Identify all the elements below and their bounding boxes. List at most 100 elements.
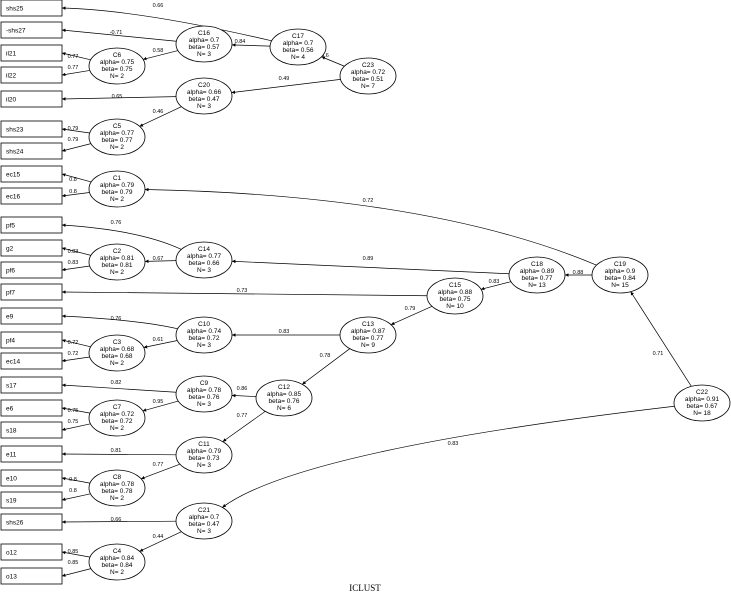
cluster-ellipse — [88, 334, 146, 372]
cluster-stat-alpha: alpha= 0.78 — [100, 481, 135, 488]
edge-label: 0.72 — [68, 340, 79, 346]
edge-c1-ec15 — [61, 173, 92, 183]
cluster-name: C10 — [198, 321, 210, 328]
cluster-stat-alpha: alpha= 0.85 — [267, 391, 302, 398]
edge-label: 0.8 — [69, 189, 77, 195]
cluster-stat-beta: beta= 0.84 — [605, 275, 636, 282]
edge-c16-c6 — [142, 50, 179, 61]
leaf-box — [0, 261, 63, 279]
edge-label: 0.77 — [68, 54, 79, 60]
leaf-label: ec14 — [6, 359, 20, 366]
leaf-variable: ec16 — [0, 187, 63, 205]
cluster-stat-alpha: alpha= 0.88 — [438, 289, 473, 296]
edge-c5-shs24 — [61, 143, 92, 152]
edge-label: 0.82 — [111, 380, 122, 386]
edges-layer: 0.66-0.710.770.770.580.840.60.490.650.46… — [61, 3, 692, 577]
edge-c18-c14 — [231, 259, 510, 275]
edge-c15-c13 — [390, 305, 433, 326]
edge-label: 0.79 — [68, 137, 79, 143]
edge-label: 0.73 — [237, 288, 248, 294]
edge-label: 0.76 — [111, 220, 122, 226]
edge-c7-e6 — [61, 406, 91, 414]
cluster-name: C23 — [362, 62, 374, 69]
cluster-stat-alpha: alpha= 0.7 — [189, 37, 220, 44]
edge-c12-c9 — [231, 393, 257, 398]
edge-label: 0.44 — [153, 534, 164, 540]
leaf-label: pf4 — [6, 338, 15, 345]
edge-c7-s18 — [61, 423, 91, 431]
edge-label: 0.85 — [68, 560, 79, 566]
leaf-variable: ec15 — [0, 165, 63, 183]
cluster-name: C17 — [292, 33, 304, 40]
cluster-stat-n: N= 10 — [446, 303, 464, 310]
edge-c17-shs25 — [61, 6, 272, 42]
cluster-stat-beta: beta= 0.77 — [353, 335, 384, 342]
cluster-stat-n: N= 3 — [197, 103, 211, 110]
leaf-label: s18 — [6, 428, 17, 435]
leaf-box — [0, 239, 63, 257]
cluster-stat-beta: beta= 0.57 — [189, 44, 220, 51]
leaf-box — [0, 216, 63, 234]
leaf-label: -shs27 — [6, 28, 26, 35]
leaf-box — [0, 399, 63, 417]
cluster-name: C22 — [696, 389, 708, 396]
cluster-stat-n: N= 2 — [110, 495, 124, 502]
cluster-stat-alpha: alpha= 0.89 — [520, 268, 555, 275]
cluster-stat-n: N= 15 — [611, 282, 629, 289]
cluster-stat-n: N= 2 — [110, 569, 124, 576]
edge-c11-e11 — [61, 452, 177, 456]
leaf-label: shs24 — [6, 149, 24, 156]
cluster-ellipse — [88, 118, 146, 156]
cluster-ellipse — [175, 502, 233, 540]
edge-c5-shs23 — [61, 127, 90, 134]
edge-c14-pf5 — [61, 223, 182, 250]
cluster-ellipse — [673, 384, 731, 422]
cluster-stat-n: N= 7 — [361, 83, 375, 90]
edge-label: 0.84 — [235, 39, 246, 45]
edge-c9-c7 — [142, 400, 179, 412]
edge-label: 0.78 — [320, 353, 331, 359]
cluster-ellipse — [175, 316, 233, 354]
leaf-label: pf5 — [6, 223, 15, 230]
leaf-variable: o12 — [0, 543, 63, 561]
leaf-box — [0, 283, 63, 301]
leaf-label: e11 — [6, 452, 17, 459]
leaf-variable: il22 — [0, 66, 63, 84]
leaf-variable: pf4 — [0, 331, 63, 349]
edge-c4-o12 — [61, 550, 91, 558]
leaf-box — [0, 567, 63, 585]
leaf-variable: ec14 — [0, 352, 63, 370]
edge-label: 0.8 — [69, 477, 77, 483]
edge-c1-ec16 — [61, 192, 90, 198]
leaf-label: shs25 — [6, 6, 24, 13]
cluster-stat-beta: beta= 0.81 — [102, 262, 133, 269]
cluster-name: C7 — [113, 404, 122, 411]
edge-c8-s19 — [61, 493, 91, 501]
diagram-title: ICLUST — [349, 583, 381, 592]
cluster-stat-n: N= 2 — [110, 144, 124, 151]
edge-c12-c11 — [222, 411, 266, 442]
leaf-variable: -shs27 — [0, 21, 63, 39]
leaf-label: ec15 — [6, 172, 20, 179]
cluster-stat-n: N= 2 — [110, 196, 124, 203]
leaf-variable: e10 — [0, 469, 63, 487]
cluster-stat-alpha: alpha= 0.79 — [187, 448, 222, 455]
cluster-stat-alpha: alpha= 0.77 — [187, 253, 222, 260]
leaf-variable: s19 — [0, 491, 63, 509]
cluster-stat-alpha: alpha= 0.72 — [100, 411, 135, 418]
leaf-box — [0, 165, 63, 183]
cluster-stat-alpha: alpha= 0.81 — [100, 255, 135, 262]
edge-c18-c15 — [480, 281, 512, 291]
cluster-ellipse — [255, 379, 313, 417]
cluster-name: C15 — [449, 282, 461, 289]
cluster-stat-beta: beta= 0.47 — [189, 96, 220, 103]
cluster-stat-beta: beta= 0.76 — [269, 398, 300, 405]
edge-label: 0.8 — [69, 488, 77, 494]
cluster-name: C18 — [531, 261, 543, 268]
cluster-name: C8 — [113, 474, 122, 481]
edge-c2-g2 — [61, 247, 92, 256]
